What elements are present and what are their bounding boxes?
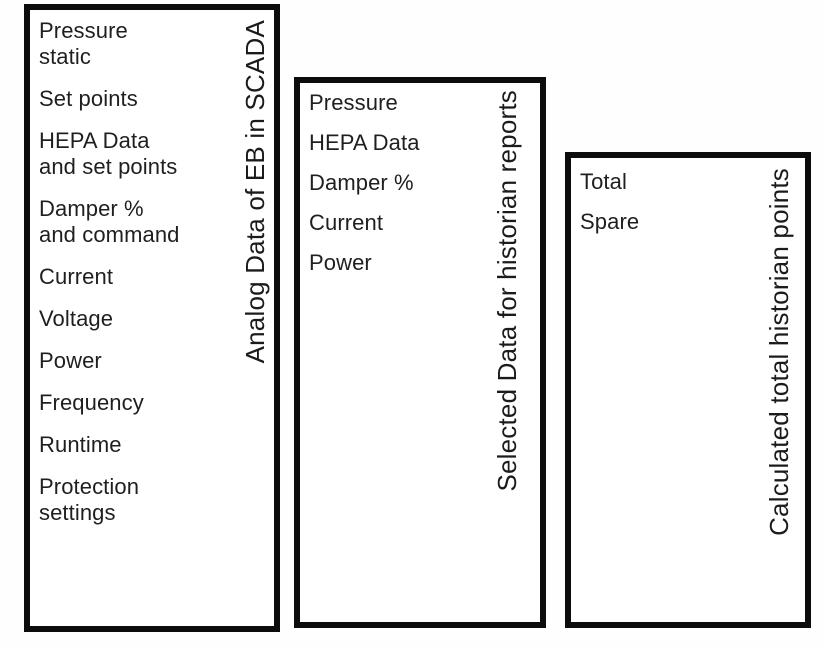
list-item-line: Power	[39, 348, 102, 373]
box-title-analog-data-of-eb-in-scada: Analog Data of EB in SCADA	[239, 20, 270, 364]
list-item-line: and command	[39, 222, 180, 247]
list-item-line: Frequency	[39, 390, 144, 415]
list-item-line: Damper %	[309, 170, 414, 195]
list-item-line: Spare	[580, 209, 640, 234]
list-item: Current	[39, 264, 180, 290]
list-item-line: Set points	[39, 86, 138, 111]
box-title-calculated-total-historian-points: Calculated total historian points	[763, 168, 794, 536]
list-item-line: Power	[309, 250, 372, 275]
list-item-line: HEPA Data	[39, 128, 150, 153]
list-item: Power	[39, 348, 180, 374]
list-item-line: and set points	[39, 154, 178, 179]
list-item: Damper %	[309, 170, 420, 196]
list-item-line: Current	[309, 210, 384, 235]
list-item: Power	[309, 250, 420, 276]
list-item: Spare	[580, 209, 639, 235]
list-item: Total	[580, 169, 639, 195]
list-item: Voltage	[39, 306, 180, 332]
list-item: HEPA Data	[309, 130, 420, 156]
list-item-line: Voltage	[39, 306, 114, 331]
list-item-line: settings	[39, 500, 116, 525]
list-item-line: Pressure	[309, 90, 398, 115]
list-item-line: Current	[39, 264, 114, 289]
box-title-selected-data-for-historian-reports: Selected Data for historian reports	[491, 90, 522, 492]
list-item: Set points	[39, 86, 180, 112]
list-item: Runtime	[39, 432, 180, 458]
list-item: Current	[309, 210, 420, 236]
list-item: Damper %and command	[39, 196, 180, 248]
list-item-line: Total	[580, 169, 627, 194]
list-item-line: Pressure	[39, 18, 128, 43]
list-item-line: static	[39, 44, 91, 69]
list-item-line: HEPA Data	[309, 130, 420, 155]
list-item-line: Damper %	[39, 196, 144, 221]
list-item-line: Protection	[39, 474, 140, 499]
list-item: Frequency	[39, 390, 180, 416]
list-item-line: Runtime	[39, 432, 122, 457]
list-item: Pressure	[309, 90, 420, 116]
